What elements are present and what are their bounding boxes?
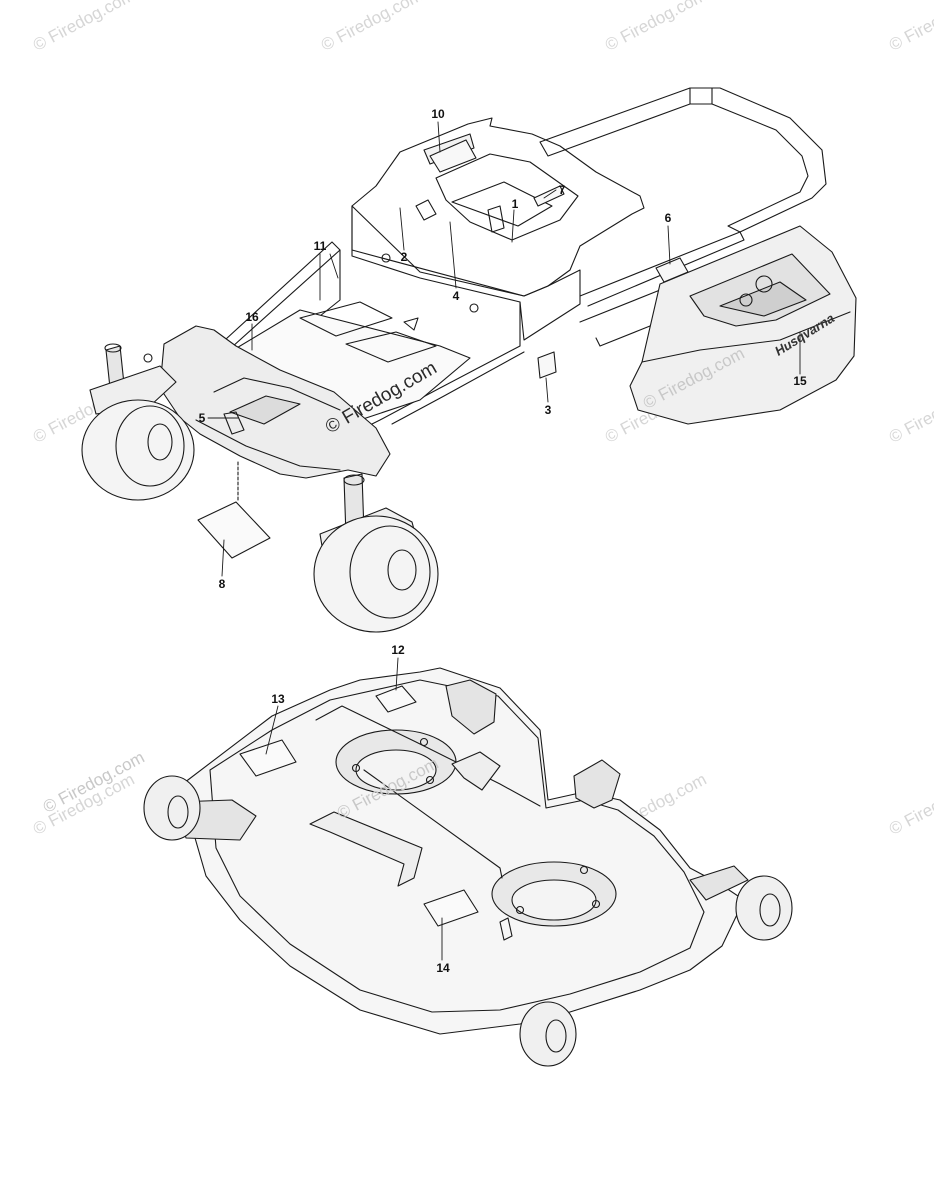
- decal-3: [537, 351, 557, 379]
- front-caster-wheel: [313, 473, 439, 633]
- callout-16: 16: [245, 310, 259, 324]
- deck-wheel-right: [735, 875, 793, 941]
- decal-10: [429, 139, 477, 173]
- callout-14: 14: [436, 961, 450, 975]
- decal-8: [197, 461, 271, 559]
- callout-13: 13: [271, 692, 285, 706]
- decal-12: [375, 685, 417, 713]
- upper-frame-plate: [351, 117, 645, 297]
- deck-wheel-front: [519, 1001, 577, 1067]
- callout-4: 4: [452, 289, 460, 303]
- callout-11: 11: [313, 239, 327, 253]
- callout-10: 10: [431, 107, 445, 121]
- callout-5: 5: [198, 411, 206, 425]
- callout-1: 1: [511, 197, 519, 211]
- decal-6: [655, 257, 689, 283]
- decal-14: [423, 889, 479, 927]
- left-caster-wheel: [81, 343, 195, 501]
- decal-7: [533, 185, 565, 207]
- callout-3: 3: [544, 403, 552, 417]
- front-bumper: [159, 325, 391, 479]
- rear-handle-frame: [539, 87, 827, 233]
- callout-6: 6: [664, 211, 672, 225]
- deck-wheel-left: [143, 775, 201, 841]
- callout-7: 7: [558, 183, 566, 197]
- callout-12: 12: [391, 643, 405, 657]
- mower-deck: [175, 667, 749, 1035]
- callout-15: 15: [793, 374, 807, 388]
- callout-8: 8: [218, 577, 226, 591]
- seat-box: [351, 205, 581, 347]
- callout-2: 2: [400, 250, 408, 264]
- hood-cover: [629, 225, 857, 425]
- leader-lines: [207, 121, 801, 961]
